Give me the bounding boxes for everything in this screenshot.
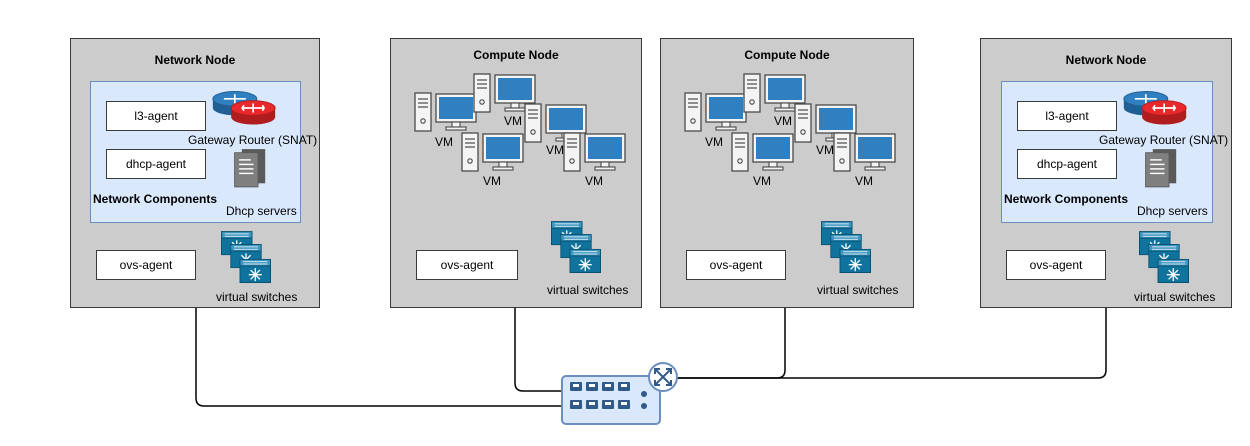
network-components-label: Network Components xyxy=(93,192,218,206)
vm-label: VM xyxy=(483,174,501,188)
router-icon xyxy=(211,87,277,129)
vm-label: VM xyxy=(546,143,564,157)
vm-label: VM xyxy=(504,114,522,128)
vm-label: VM xyxy=(435,135,453,149)
dhcp-servers-label: Dhcp servers xyxy=(226,204,297,218)
router-icon xyxy=(1122,87,1188,129)
node-title: Compute Node xyxy=(744,48,830,62)
vm-label: VM xyxy=(855,174,873,188)
computer-icon xyxy=(563,131,627,173)
virtual-switch-icon xyxy=(221,231,271,285)
dhcp-agent-box: dhcp-agent xyxy=(106,149,206,179)
computer-icon xyxy=(414,91,478,133)
dhcp-agent-box: dhcp-agent xyxy=(1017,149,1117,179)
node-title: Compute Node xyxy=(473,48,559,62)
physical-switch-icon xyxy=(561,362,678,425)
dhcp-server-icon xyxy=(1142,148,1178,188)
wire-network-node-1 xyxy=(195,306,562,407)
network-node-2: Network Node l3-agent Gateway Router (SN… xyxy=(980,38,1232,308)
router-label: Gateway Router (SNAT) xyxy=(1099,133,1229,147)
ovs-agent-box: ovs-agent xyxy=(96,250,196,280)
vm-label: VM xyxy=(774,114,792,128)
vm-label: VM xyxy=(816,143,834,157)
computer-icon xyxy=(731,131,795,173)
ovs-agent-box: ovs-agent xyxy=(1006,250,1106,280)
computer-icon xyxy=(684,91,748,133)
dhcp-servers-label: Dhcp servers xyxy=(1137,204,1208,218)
l3-agent-box: l3-agent xyxy=(1017,101,1117,131)
virtual-switch-icon xyxy=(551,221,601,275)
wire-compute-node-1 xyxy=(514,306,562,392)
compute-node-1: Compute Node VM VM VM VM VM ovs-agent vi… xyxy=(390,38,642,308)
l3-agent-box: l3-agent xyxy=(106,101,206,131)
computer-icon xyxy=(461,131,525,173)
vm-label: VM xyxy=(705,135,723,149)
computer-icon xyxy=(833,131,897,173)
virtual-switches-label: virtual switches xyxy=(216,290,298,304)
network-components-label: Network Components xyxy=(1004,192,1129,206)
wire-network-node-2 xyxy=(660,306,1107,379)
virtual-switch-icon xyxy=(1139,231,1189,285)
virtual-switch-icon xyxy=(821,221,871,275)
network-components-box: l3-agent Gateway Router (SNAT) dhcp-agen… xyxy=(1001,81,1228,223)
network-components-box: l3-agent Gateway Router (SNAT) dhcp-agen… xyxy=(90,81,317,223)
ovs-agent-box: ovs-agent xyxy=(686,250,786,280)
virtual-switches-label: virtual switches xyxy=(817,283,899,297)
ovs-agent-box: ovs-agent xyxy=(416,250,518,280)
vm-label: VM xyxy=(753,174,771,188)
virtual-switches-label: virtual switches xyxy=(1134,290,1216,304)
dhcp-server-icon xyxy=(231,148,267,188)
compute-node-2: Compute Node VM VM VM VM VM ovs-agent vi… xyxy=(660,38,914,308)
node-title: Network Node xyxy=(154,53,236,67)
node-title: Network Node xyxy=(1065,53,1147,67)
router-label: Gateway Router (SNAT) xyxy=(188,133,318,147)
virtual-switches-label: virtual switches xyxy=(547,283,629,297)
network-node-1: Network Node l3-agent Gateway Router (SN… xyxy=(70,38,320,308)
vm-label: VM xyxy=(585,174,603,188)
